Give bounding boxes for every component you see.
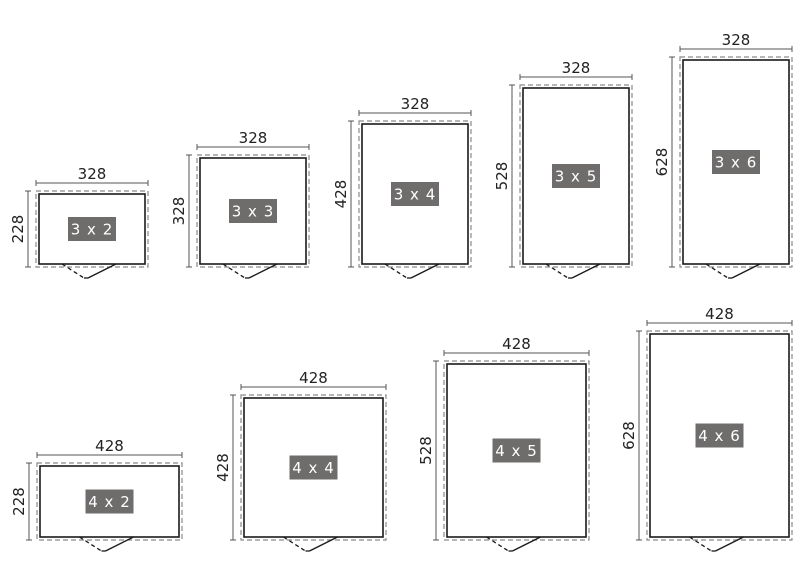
depth-label: 628 — [620, 421, 638, 450]
door-swing-icon — [283, 536, 338, 552]
size-badge: 3 x 6 — [712, 150, 760, 174]
depth-label: 528 — [417, 436, 435, 465]
size-badge-label: 4 x 5 — [495, 442, 538, 460]
roof-outline — [679, 56, 793, 268]
roof-outline — [519, 84, 633, 268]
width-label: 328 — [239, 129, 268, 147]
size-badge-label: 3 x 2 — [71, 221, 114, 239]
shed-plan-3x5: 328 528 3 x 5 — [493, 59, 633, 279]
size-badge: 3 x 2 — [68, 217, 116, 241]
size-badge: 3 x 4 — [391, 182, 439, 206]
size-badge: 3 x 3 — [229, 199, 277, 223]
size-badge: 4 x 4 — [289, 455, 338, 480]
width-label: 428 — [299, 369, 328, 387]
shed-plan-3x2: 328 228 3 x 2 — [9, 165, 149, 279]
roof-outline — [36, 462, 183, 541]
width-label: 328 — [722, 31, 751, 49]
door-swing-icon — [689, 536, 744, 552]
depth-label: 428 — [214, 453, 232, 482]
width-label: 428 — [705, 305, 734, 323]
depth-label: 228 — [10, 487, 28, 516]
size-badge-label: 4 x 2 — [88, 493, 131, 511]
roof-outline — [35, 190, 149, 268]
size-badge-label: 3 x 4 — [394, 186, 437, 204]
width-label: 428 — [502, 335, 531, 353]
size-badge-label: 3 x 6 — [715, 154, 758, 172]
door-swing-icon — [545, 263, 601, 279]
depth-label: 528 — [493, 162, 511, 191]
depth-label: 428 — [332, 180, 350, 209]
door-swing-icon — [486, 536, 541, 552]
door-swing-icon — [61, 263, 117, 279]
door-swing-icon — [79, 536, 134, 552]
door-swing-icon — [705, 263, 761, 279]
door-swing-icon — [222, 263, 278, 279]
width-label: 328 — [562, 59, 591, 77]
size-badge-label: 3 x 5 — [555, 168, 598, 186]
size-badge: 4 x 6 — [695, 423, 744, 448]
depth-label: 328 — [170, 197, 188, 226]
shed-plan-3x3: 328 328 3 x 3 — [170, 129, 310, 279]
size-badge: 3 x 5 — [552, 164, 600, 188]
size-badge: 4 x 2 — [85, 489, 134, 514]
shed-plan-3x6: 328 628 3 x 6 — [653, 31, 793, 279]
width-label: 328 — [78, 165, 107, 183]
size-badge-label: 4 x 4 — [292, 459, 335, 477]
roof-outline — [240, 394, 387, 541]
width-label: 428 — [95, 437, 124, 455]
roof-outline — [358, 120, 472, 268]
door-swing-icon — [384, 263, 440, 279]
roof-outline — [646, 330, 793, 541]
depth-label: 228 — [9, 215, 27, 244]
roof-outline — [443, 360, 590, 541]
size-badge-label: 3 x 3 — [232, 203, 275, 221]
roof-outline — [196, 154, 310, 268]
size-badge: 4 x 5 — [492, 438, 541, 463]
shed-plan-4x2: 428 228 4 x 2 — [10, 437, 183, 552]
shed-plan-4x5: 428 528 4 x 5 — [417, 335, 590, 552]
width-label: 328 — [401, 95, 430, 113]
shed-plan-3x4: 328 428 3 x 4 — [332, 95, 472, 279]
shed-plan-4x4: 428 428 4 x 4 — [214, 369, 387, 552]
depth-label: 628 — [653, 148, 671, 177]
size-badge-label: 4 x 6 — [698, 427, 741, 445]
shed-plan-4x6: 428 628 4 x 6 — [620, 305, 793, 552]
